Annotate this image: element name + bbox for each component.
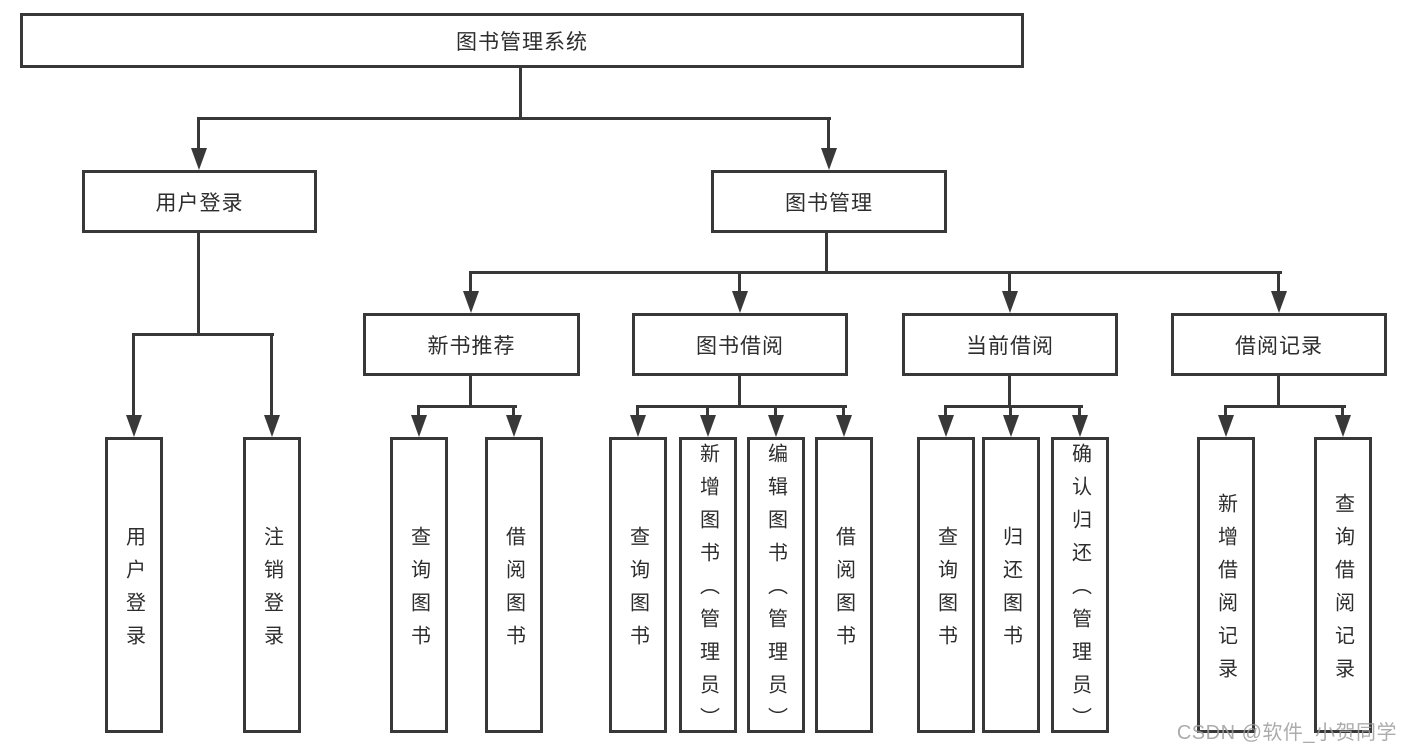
connector-to-book-borrowing [738, 271, 741, 293]
connector-leaf-line [512, 405, 515, 416]
arrow-down-icon [938, 415, 954, 437]
leaf-label: 查询图书 [626, 525, 649, 658]
arrow-down-icon [1002, 291, 1018, 313]
leaf-logout-login: 注销登录 [243, 437, 301, 733]
connector-to-current-borrowing [1008, 271, 1011, 293]
leaf-label: 借阅图书 [502, 525, 525, 658]
connector-records-split [1224, 405, 1346, 408]
node-current-borrowing: 当前借阅 [902, 313, 1118, 376]
connector-to-new-book-recommend [469, 271, 472, 293]
leaf-label: 归还图书 [999, 525, 1022, 658]
connector-root-to-book-mgmt [827, 117, 830, 152]
arrow-down-icon [630, 415, 646, 437]
connector-root-split [197, 117, 831, 120]
connector-leaf-line [842, 405, 845, 416]
leaf-borrow-books-recommend: 借阅图书 [485, 437, 543, 733]
arrow-down-icon [126, 415, 142, 437]
arrow-down-icon [836, 415, 852, 437]
connector-leaf-line [1224, 405, 1227, 416]
connector-book-mgmt-split [469, 271, 1282, 274]
connector-user-login-split [132, 333, 274, 336]
connector-records-trunk [1277, 376, 1280, 408]
node-library-system: 图书管理系统 [20, 13, 1024, 68]
leaf-label: 确认归还（管理员） [1068, 443, 1091, 740]
connector-leaf-line [636, 405, 639, 416]
node-borrowing-records: 借阅记录 [1171, 313, 1387, 376]
leaf-label: 新增借阅记录 [1214, 492, 1237, 691]
connector-borrowing-split [636, 405, 847, 408]
connector-leaf-line [706, 405, 709, 416]
connector-leaf-line [417, 405, 420, 416]
node-new-book-recommend: 新书推荐 [363, 313, 580, 376]
arrow-down-icon [1271, 291, 1287, 313]
arrow-down-icon [1072, 415, 1088, 437]
arrow-down-icon [768, 415, 784, 437]
arrow-down-icon [264, 415, 280, 437]
csdn-watermark: CSDN @软件_小贺同学 [1176, 722, 1397, 744]
leaf-query-borrow-record: 查询借阅记录 [1314, 437, 1372, 733]
connector-current-trunk [1008, 376, 1011, 408]
leaf-add-books-admin: 新增图书（管理员） [679, 437, 737, 740]
arrow-down-icon [463, 291, 479, 313]
arrow-down-icon [821, 148, 837, 170]
leaf-edit-books-admin: 编辑图书（管理员） [747, 437, 805, 740]
node-book-management-branch: 图书管理 [711, 170, 947, 233]
connector-to-leaf-logout [270, 333, 273, 417]
connector-to-leaf-user-login [132, 333, 135, 417]
arrow-down-icon [411, 415, 427, 437]
leaf-label: 新增图书（管理员） [696, 443, 719, 740]
arrow-down-icon [1335, 415, 1351, 437]
connector-leaf-line [944, 405, 947, 416]
connector-leaf-line [1078, 405, 1081, 416]
arrow-down-icon [700, 415, 716, 437]
leaf-add-borrow-record: 新增借阅记录 [1197, 437, 1255, 733]
leaf-label: 用户登录 [122, 525, 145, 658]
arrow-down-icon [1003, 415, 1019, 437]
connector-leaf-line [1009, 405, 1012, 416]
leaf-query-books-recommend: 查询图书 [390, 437, 448, 733]
arrow-down-icon [732, 291, 748, 313]
connector-recommend-split [417, 405, 517, 408]
leaf-label: 查询图书 [407, 525, 430, 658]
connector-borrowing-trunk [738, 376, 741, 408]
arrow-down-icon [1218, 415, 1234, 437]
connector-recommend-trunk [469, 376, 472, 408]
leaf-label: 注销登录 [260, 525, 283, 658]
node-user-login-branch: 用户登录 [82, 170, 317, 233]
leaf-query-books-borrowing: 查询图书 [609, 437, 667, 733]
arrow-down-icon [506, 415, 522, 437]
leaf-label: 查询图书 [934, 525, 957, 658]
connector-root-to-user-login [197, 117, 200, 152]
leaf-user-login: 用户登录 [105, 437, 163, 733]
leaf-confirm-return-admin: 确认归还（管理员） [1051, 437, 1109, 740]
connector-current-split [944, 405, 1083, 408]
leaf-label: 查询借阅记录 [1331, 492, 1354, 691]
leaf-label: 编辑图书（管理员） [764, 443, 787, 740]
leaf-query-books-current: 查询图书 [917, 437, 975, 733]
node-book-borrowing: 图书借阅 [632, 313, 848, 376]
leaf-borrow-books-borrowing: 借阅图书 [815, 437, 873, 733]
connector-root-trunk [519, 68, 522, 118]
connector-user-login-trunk [197, 233, 200, 336]
leaf-label: 借阅图书 [832, 525, 855, 658]
arrow-down-icon [191, 148, 207, 170]
connector-leaf-line [1341, 405, 1344, 416]
connector-leaf-line [774, 405, 777, 416]
leaf-return-books: 归还图书 [982, 437, 1040, 733]
connector-book-mgmt-trunk [825, 233, 828, 274]
connector-to-borrowing-records [1277, 271, 1280, 293]
